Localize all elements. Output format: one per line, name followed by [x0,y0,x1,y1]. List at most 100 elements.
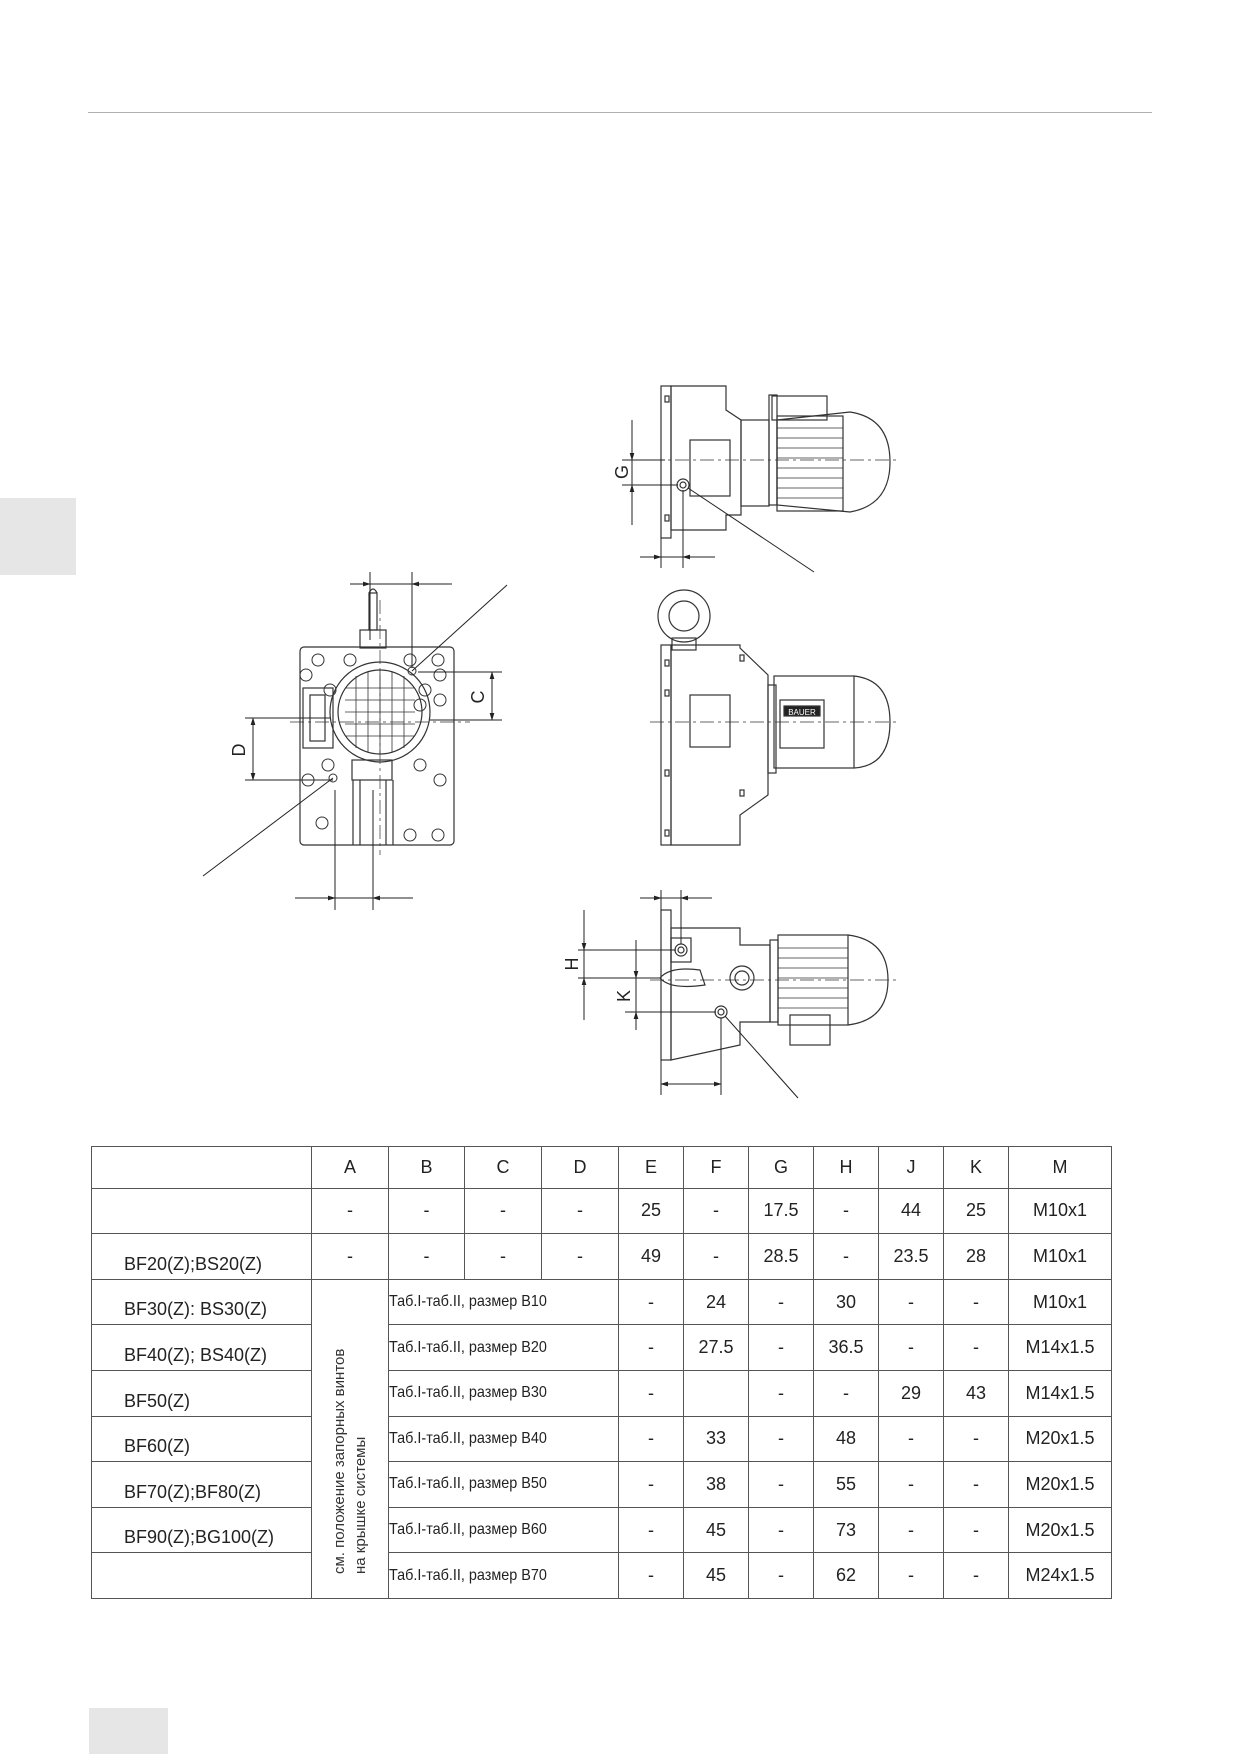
table-cell [683,1369,749,1417]
reference-cell: Таб.I-таб.II, размер B20 [388,1324,619,1371]
table-cell: 28.5 [748,1233,814,1280]
header-cell: C [464,1146,542,1189]
model-cell: BF30(Z): BS30(Z) [91,1278,312,1326]
bottom-side-view-drawing [650,909,900,1061]
header-cell: F [683,1146,749,1189]
table-cell: M14x1.5 [1008,1369,1112,1417]
table-cell: 45 [683,1506,749,1554]
page-number-tab [89,1708,168,1754]
table-cell: 48 [813,1415,879,1463]
table-cell: - [748,1461,814,1508]
table-cell: - [813,1369,879,1417]
table-cell: - [618,1278,684,1326]
model-cell: BF40(Z); BS40(Z) [91,1324,312,1371]
table-cell: 45 [683,1552,749,1599]
table-cell: - [464,1187,542,1235]
header-cell: A [311,1146,389,1189]
table-cell: 29 [878,1369,944,1417]
table-cell: 38 [683,1461,749,1508]
table-cell: M10x1 [1008,1278,1112,1326]
table-cell: - [878,1324,944,1371]
reference-cell: Таб.I-таб.II, размер B40 [388,1415,619,1463]
table-cell: - [618,1552,684,1599]
table-cell: - [748,1506,814,1554]
table-cell: 62 [813,1552,879,1599]
header-cell: D [541,1146,619,1189]
table-cell: 25 [618,1187,684,1235]
table-cell: - [943,1278,1009,1326]
model-cell: BF60(Z) [91,1415,312,1463]
table-cell: - [618,1461,684,1508]
header-cell: E [618,1146,684,1189]
table-cell: 24 [683,1278,749,1326]
model-cell [91,1552,312,1599]
header-cell [91,1146,312,1189]
table-cell: M14x1.5 [1008,1324,1112,1371]
dim-label-k: K [614,990,634,1002]
bottom-side-view-dimensions [578,890,799,1099]
table-cell: 25 [943,1187,1009,1235]
table-cell: - [943,1324,1009,1371]
table-row: BF90(Z);BG100(Z) Таб.I-таб.II, размер B6… [91,1506,1112,1554]
table-cell: - [618,1415,684,1463]
table-cell: 49 [618,1233,684,1280]
table-cell: M20x1.5 [1008,1506,1112,1554]
model-cell: BF70(Z);BF80(Z) [91,1461,312,1508]
dimensions-table: A B C D E F G H J K M - - - - 25 - 17.5 … [91,1146,1112,1599]
table-row: BF60(Z) Таб.I-таб.II, размер B40 - 33 - … [91,1415,1112,1463]
header-cell: B [388,1146,465,1189]
table-cell: - [618,1506,684,1554]
header-cell: H [813,1146,879,1189]
table-cell: - [311,1233,389,1280]
table-cell: - [943,1415,1009,1463]
table-cell: - [388,1233,465,1280]
table-row: BF30(Z): BS30(Z) см. положение запорных … [91,1278,1112,1599]
table-cell: - [683,1187,749,1235]
sealing-screw-note: см. положение запорных винтов на крышке … [331,1348,369,1574]
table-cell: 30 [813,1278,879,1326]
motor-badge: BAUER [788,708,816,717]
table-cell: 17.5 [748,1187,814,1235]
table-cell: 44 [878,1187,944,1235]
header-cell: K [943,1146,1009,1189]
table-row: BF70(Z);BF80(Z) Таб.I-таб.II, размер B50… [91,1461,1112,1508]
table-row: - - - - 25 - 17.5 - 44 25 M10x1 [91,1187,1112,1235]
table-cell: - [748,1415,814,1463]
table-header-row: A B C D E F G H J K M [91,1146,1112,1189]
table-cell: 23.5 [878,1233,944,1280]
table-cell: - [748,1278,814,1326]
table-cell: - [943,1461,1009,1508]
table-cell: - [618,1324,684,1371]
table-cell: - [813,1233,879,1280]
header-cell: J [878,1146,944,1189]
middle-side-view-drawing [650,589,900,846]
table-cell: - [748,1552,814,1599]
reference-cell: Таб.I-таб.II, размер B30 [388,1369,619,1417]
table-cell: - [813,1187,879,1235]
table-cell: M24x1.5 [1008,1552,1112,1599]
table-cell: 33 [683,1415,749,1463]
top-side-view-drawing [650,385,900,539]
table-row: BF20(Z);BS20(Z) - - - - 49 - 28.5 - 23.5… [91,1233,1112,1280]
dim-label-c: C [468,691,488,704]
reference-cell: Таб.I-таб.II, размер B70 [388,1552,619,1599]
table-cell: 36.5 [813,1324,879,1371]
model-cell: BF20(Z);BS20(Z) [91,1233,312,1280]
table-cell: - [683,1233,749,1280]
reference-cell: Таб.I-таб.II, размер B60 [388,1506,619,1554]
table-cell: 73 [813,1506,879,1554]
table-cell: M20x1.5 [1008,1415,1112,1463]
dim-label-d: D [229,744,249,757]
table-cell: - [541,1233,619,1280]
table-cell: 28 [943,1233,1009,1280]
model-cell: BF50(Z) [91,1369,312,1417]
table-cell: - [878,1415,944,1463]
table-cell: M20x1.5 [1008,1461,1112,1508]
table-cell: - [541,1187,619,1235]
table-cell: - [311,1187,389,1235]
technical-drawings: C D G [202,385,900,1099]
header-cell: G [748,1146,814,1189]
table-cell: - [943,1506,1009,1554]
front-view-dimensions [202,572,508,910]
table-cell: 55 [813,1461,879,1508]
